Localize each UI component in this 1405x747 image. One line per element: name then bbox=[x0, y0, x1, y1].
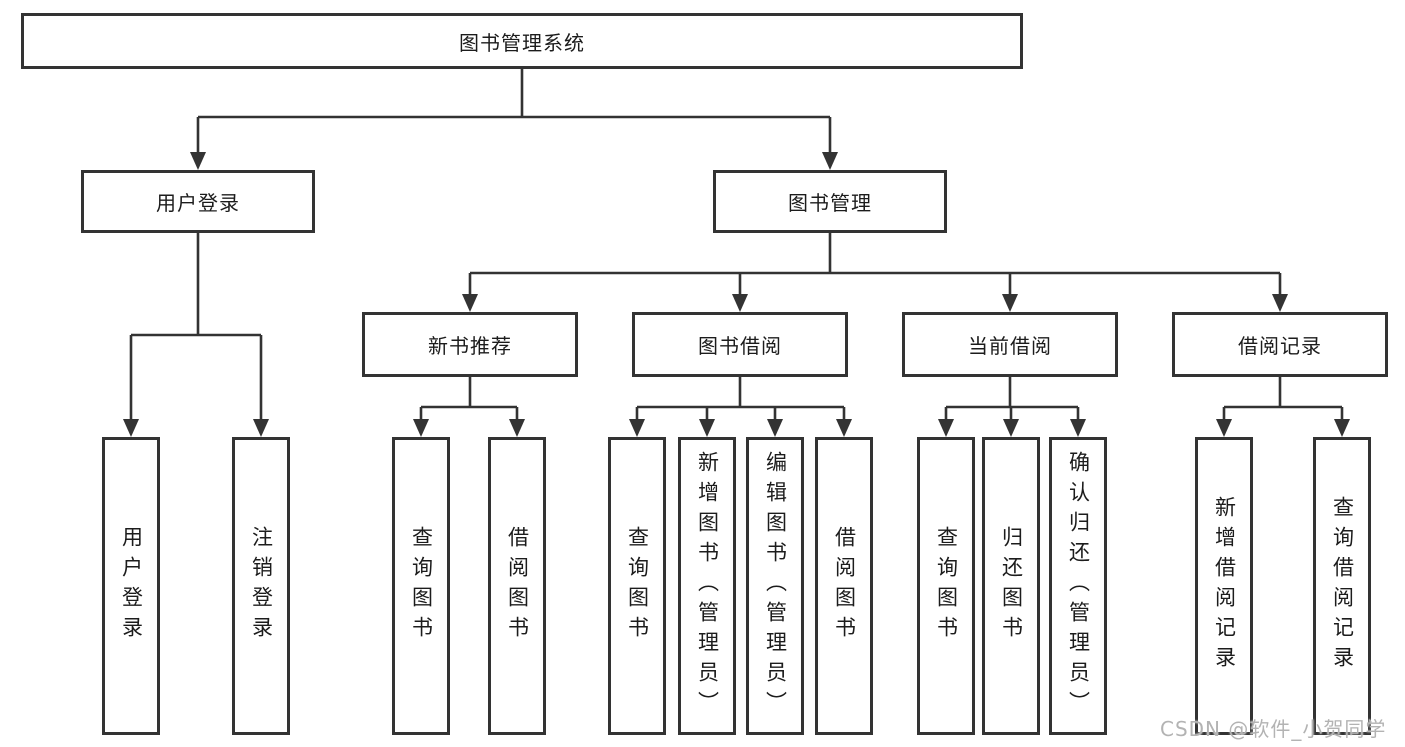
arrowhead-icon bbox=[699, 419, 715, 437]
connector-root-to-level1 bbox=[190, 69, 838, 170]
arrowhead-icon bbox=[253, 419, 269, 437]
arrowhead-icon bbox=[836, 419, 852, 437]
leaf-user-login: 用户登录 bbox=[102, 437, 160, 735]
leaf-add-borrow-record-label: 新增借阅记录 bbox=[1212, 496, 1237, 676]
leaf-query-borrow-record-label: 查询借阅记录 bbox=[1330, 496, 1355, 676]
arrowhead-icon bbox=[938, 419, 954, 437]
arrowhead-icon bbox=[1272, 294, 1288, 312]
arrowhead-icon bbox=[1003, 419, 1019, 437]
arrowhead-icon bbox=[1002, 294, 1018, 312]
node-root-label: 图书管理系统 bbox=[459, 30, 585, 55]
node-new-book-recommend-label: 新书推荐 bbox=[428, 334, 512, 358]
connector-borrow-records-to-leaves bbox=[1216, 377, 1350, 437]
watermark-csdn: CSDN @软件_小贺同学 bbox=[1160, 717, 1387, 741]
arrowhead-icon bbox=[413, 419, 429, 437]
leaf-logout-login: 注销登录 bbox=[232, 437, 290, 735]
arrowhead-icon bbox=[190, 152, 206, 170]
arrowhead-icon bbox=[822, 152, 838, 170]
leaf-logout-login-label: 注销登录 bbox=[249, 526, 274, 646]
leaf-add-books-admin-label: 新增图书（管理员） bbox=[695, 451, 720, 721]
arrowhead-icon bbox=[767, 419, 783, 437]
leaf-confirm-return-admin: 确认归还（管理员） bbox=[1049, 437, 1107, 735]
node-borrow-records: 借阅记录 bbox=[1172, 312, 1388, 377]
leaf-query-books-recommend-label: 查询图书 bbox=[409, 526, 434, 646]
leaf-user-login-label: 用户登录 bbox=[119, 526, 144, 646]
leaf-query-books-borrow: 查询图书 bbox=[608, 437, 666, 735]
arrowhead-icon bbox=[462, 294, 478, 312]
leaf-add-books-admin: 新增图书（管理员） bbox=[678, 437, 736, 735]
node-book-borrow: 图书借阅 bbox=[632, 312, 848, 377]
leaf-query-books-current: 查询图书 bbox=[917, 437, 975, 735]
arrowhead-icon bbox=[1070, 419, 1086, 437]
leaf-borrow-books-label: 借阅图书 bbox=[832, 526, 857, 646]
leaf-query-books-current-label: 查询图书 bbox=[934, 526, 959, 646]
leaf-add-borrow-record: 新增借阅记录 bbox=[1195, 437, 1253, 735]
leaf-borrow-books-recommend: 借阅图书 bbox=[488, 437, 546, 735]
node-root: 图书管理系统 bbox=[21, 13, 1023, 69]
node-book-management-label: 图书管理 bbox=[788, 191, 872, 215]
leaf-query-books-borrow-label: 查询图书 bbox=[625, 526, 650, 646]
arrowhead-icon bbox=[1216, 419, 1232, 437]
arrowhead-icon bbox=[732, 294, 748, 312]
node-borrow-records-label: 借阅记录 bbox=[1238, 334, 1322, 358]
node-current-borrow: 当前借阅 bbox=[902, 312, 1118, 377]
leaf-edit-books-admin-label: 编辑图书（管理员） bbox=[763, 451, 788, 721]
node-book-borrow-label: 图书借阅 bbox=[698, 334, 782, 358]
leaf-borrow-books: 借阅图书 bbox=[815, 437, 873, 735]
leaf-query-borrow-record: 查询借阅记录 bbox=[1313, 437, 1371, 735]
connector-new-book-recommend-to-leaves bbox=[413, 377, 525, 437]
leaf-query-books-recommend: 查询图书 bbox=[392, 437, 450, 735]
arrowhead-icon bbox=[629, 419, 645, 437]
leaf-edit-books-admin: 编辑图书（管理员） bbox=[746, 437, 804, 735]
arrowhead-icon bbox=[509, 419, 525, 437]
node-book-management: 图书管理 bbox=[713, 170, 947, 233]
arrowhead-icon bbox=[123, 419, 139, 437]
connector-book-management-to-level2 bbox=[462, 233, 1288, 312]
node-user-login: 用户登录 bbox=[81, 170, 315, 233]
connector-user-login-to-leaves bbox=[123, 233, 269, 437]
leaf-return-books: 归还图书 bbox=[982, 437, 1040, 735]
connector-current-borrow-to-leaves bbox=[938, 377, 1086, 437]
connector-book-borrow-to-leaves bbox=[629, 377, 852, 437]
leaf-return-books-label: 归还图书 bbox=[999, 526, 1024, 646]
leaf-confirm-return-admin-label: 确认归还（管理员） bbox=[1066, 451, 1091, 721]
node-new-book-recommend: 新书推荐 bbox=[362, 312, 578, 377]
arrowhead-icon bbox=[1334, 419, 1350, 437]
node-current-borrow-label: 当前借阅 bbox=[968, 334, 1052, 358]
node-user-login-label: 用户登录 bbox=[156, 191, 240, 215]
leaf-borrow-books-recommend-label: 借阅图书 bbox=[505, 526, 530, 646]
